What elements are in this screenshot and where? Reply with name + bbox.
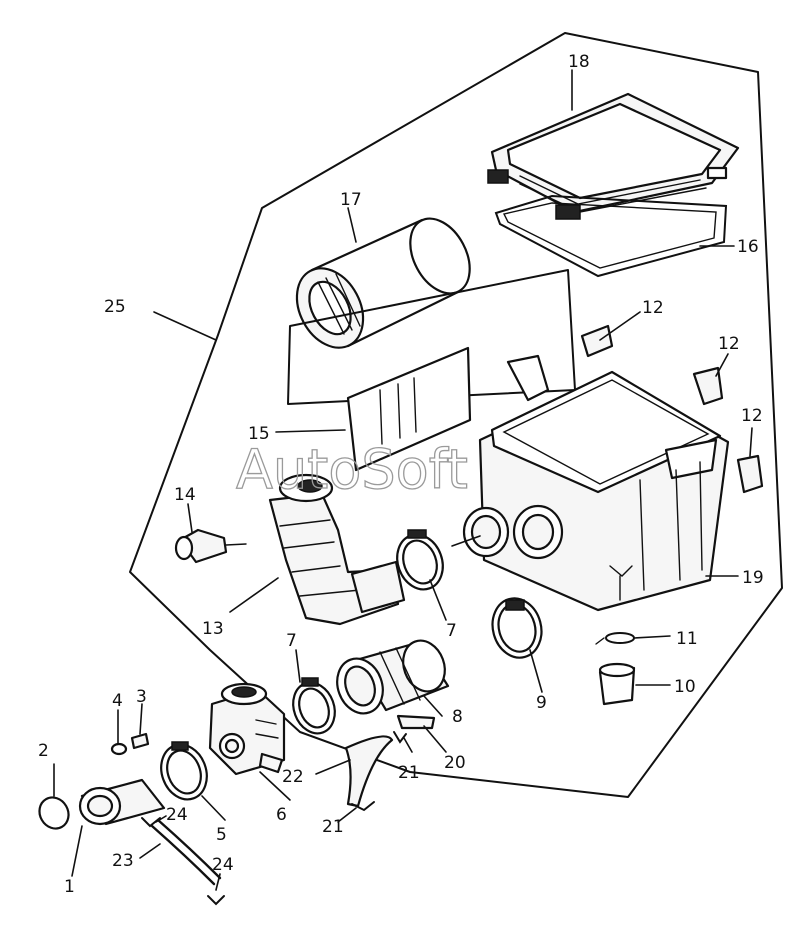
- callout-16: 16: [737, 237, 759, 257]
- air-filter-element: [295, 217, 471, 349]
- assembly-boundary-outline: [129, 32, 783, 798]
- drain-hose: [344, 735, 394, 808]
- callout-13: 13: [202, 619, 224, 639]
- air-box-drain-tube: [396, 714, 436, 730]
- breather-elbow: [174, 528, 247, 564]
- callout-7-upper: 7: [446, 621, 457, 641]
- callout-18: 18: [568, 52, 590, 72]
- callout-3: 3: [136, 687, 147, 707]
- hose-clip-upper: [393, 731, 407, 744]
- cover-clip-2: [692, 366, 724, 406]
- carburetor-insulator: [78, 778, 166, 826]
- callout-15: 15: [248, 424, 270, 444]
- cover-gasket: [494, 194, 728, 278]
- callout-21-lower: 21: [322, 817, 344, 837]
- vent-hose: [150, 818, 222, 886]
- vent-hose-clip-lower: [207, 895, 225, 906]
- callout-14: 14: [174, 485, 196, 505]
- hose-clamp-upper: [396, 529, 444, 591]
- callout-19: 19: [742, 568, 764, 588]
- callout-21-upper: 21: [398, 763, 420, 783]
- callout-17: 17: [340, 190, 362, 210]
- insulator-clamp: [160, 741, 208, 801]
- callout-12-c: 12: [741, 406, 763, 426]
- intake-duct-hose: [268, 473, 406, 626]
- callout-25: 25: [104, 297, 126, 317]
- callout-20: 20: [444, 753, 466, 773]
- outlet-clamp: [491, 597, 543, 659]
- air-box-cover: [487, 92, 740, 220]
- leader-lines: [53, 69, 753, 891]
- callout-8: 8: [452, 707, 463, 727]
- callout-9: 9: [536, 693, 547, 713]
- callout-4: 4: [112, 691, 123, 711]
- drain-clamp: [595, 632, 635, 645]
- carburetor: [208, 682, 286, 776]
- cover-clip-3: [736, 454, 764, 494]
- callout-1: 1: [64, 877, 75, 897]
- callout-6: 6: [276, 805, 287, 825]
- callout-23: 23: [112, 851, 134, 871]
- washer: [110, 742, 128, 756]
- callout-12-a: 12: [642, 298, 664, 318]
- cover-clip-1: [580, 324, 614, 358]
- callout-11: 11: [676, 629, 698, 649]
- carburetor-connecting-pipe: [336, 639, 450, 715]
- callout-22: 22: [282, 767, 304, 787]
- callout-12-b: 12: [718, 334, 740, 354]
- callout-labels: 18 16 17 25 15 12 12 12 19 14 13 7 7 8 9…: [38, 52, 764, 897]
- hose-clip-lower: [351, 801, 375, 812]
- hose-clamp-lower: [292, 677, 336, 735]
- callout-7-lower: 7: [286, 631, 297, 651]
- callout-5: 5: [216, 825, 227, 845]
- vent-hose-clip-upper: [141, 817, 161, 828]
- drain-cap: [598, 662, 636, 706]
- callout-24-upper: 24: [166, 805, 188, 825]
- callout-24-lower: 24: [212, 855, 234, 875]
- watermark-text: AutoSoft: [236, 438, 468, 501]
- air-box-body: [462, 354, 730, 612]
- callout-2: 2: [38, 741, 49, 761]
- callout-10: 10: [674, 677, 696, 697]
- mounting-bolt: [130, 732, 150, 750]
- o-ring: [38, 796, 70, 830]
